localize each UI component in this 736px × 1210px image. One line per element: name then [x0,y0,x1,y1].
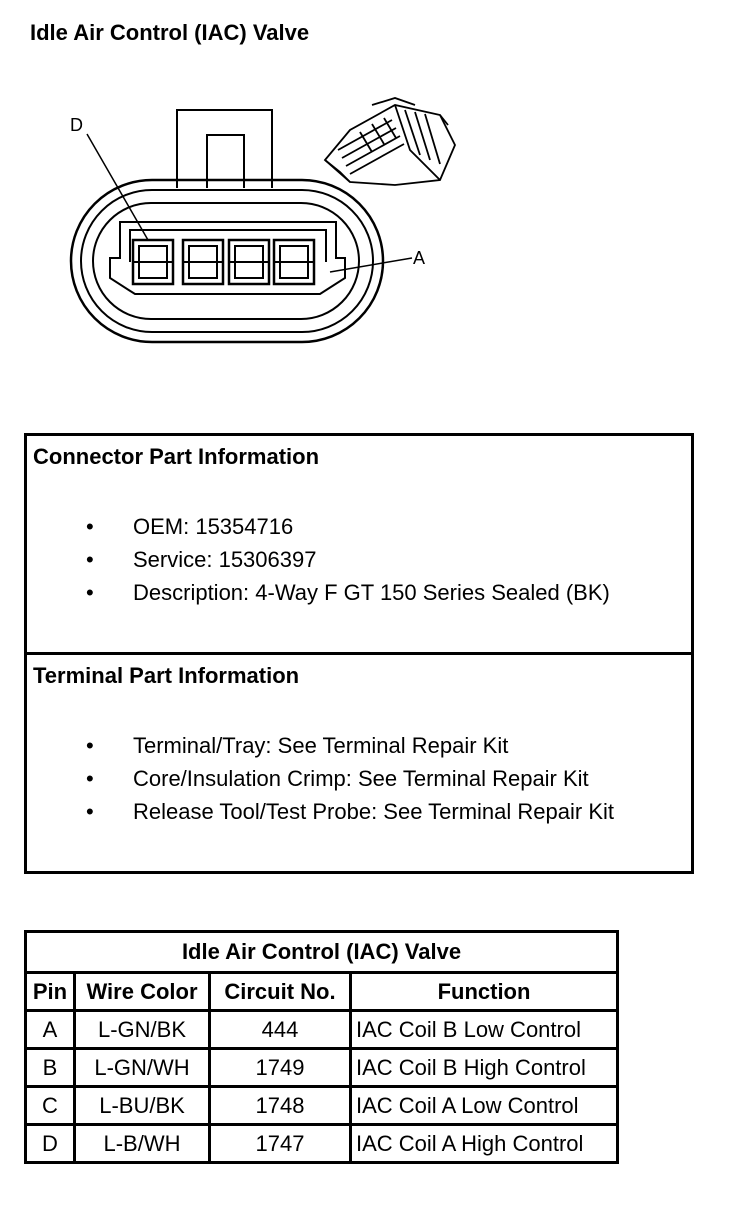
connector-part-heading: Connector Part Information [33,444,320,469]
callout-label-a: A [413,248,425,268]
column-header-function: Function [349,971,619,1012]
wire-color-cell: L-GN/WH [73,1047,211,1088]
connector-face-view [69,109,385,344]
connector-perspective-view [323,97,456,186]
circuit-cell: 1748 [208,1085,352,1126]
list-item: • OEM: 15354716 [27,514,691,547]
column-header-wire-color: Wire Color [73,971,211,1012]
column-header-circuit-no: Circuit No. [208,971,352,1012]
bullet-icon: • [86,514,94,539]
list-item-text: Service: 15306397 [133,547,317,572]
circuit-cell: 444 [208,1009,352,1050]
table-caption: Idle Air Control (IAC) Valve [24,930,619,974]
bullet-icon: • [86,799,94,824]
callout-label-d: D [70,115,83,135]
function-cell: IAC Coil A High Control [349,1123,619,1164]
terminal-part-heading: Terminal Part Information [33,663,300,688]
function-cell: IAC Coil B High Control [349,1047,619,1088]
function-cell: IAC Coil B Low Control [349,1009,619,1050]
circuit-cell: 1747 [208,1123,352,1164]
bullet-icon: • [86,733,94,758]
part-information-box: Connector Part Information • OEM: 153547… [24,433,694,874]
list-item-text: OEM: 15354716 [133,514,294,539]
connector-diagram: D A [69,97,456,344]
list-item-text: Core/Insulation Crimp: See Terminal Repa… [133,766,589,791]
bullet-icon: • [86,580,94,605]
wire-color-cell: L-BU/BK [73,1085,211,1126]
connector-part-section: Connector Part Information • OEM: 153547… [27,436,691,655]
list-item-text: Release Tool/Test Probe: See Terminal Re… [133,799,614,824]
pin-cell: D [24,1123,76,1164]
terminal-part-section: Terminal Part Information • Terminal/Tra… [27,655,691,871]
list-item: • Terminal/Tray: See Terminal Repair Kit [27,733,691,766]
table-caption-row: Idle Air Control (IAC) Valve [24,930,619,974]
list-item: • Release Tool/Test Probe: See Terminal … [27,799,691,832]
bullet-icon: • [86,547,94,572]
pin-table: Idle Air Control (IAC) Valve Pin Wire Co… [24,930,619,1164]
table-row: D L-B/WH 1747 IAC Coil A High Control [24,1123,619,1164]
list-item: • Core/Insulation Crimp: See Terminal Re… [27,766,691,799]
terminal-part-list: • Terminal/Tray: See Terminal Repair Kit… [27,733,691,832]
pin-cell: B [24,1047,76,1088]
pin-cell: C [24,1085,76,1126]
circuit-cell: 1749 [208,1047,352,1088]
bullet-icon: • [86,766,94,791]
callout-leaders [86,133,413,273]
column-header-pin: Pin [24,971,76,1012]
table-row: B L-GN/WH 1749 IAC Coil B High Control [24,1047,619,1088]
list-item: • Service: 15306397 [27,547,691,580]
table-header-row: Pin Wire Color Circuit No. Function [24,971,619,1012]
list-item-text: Description: 4-Way F GT 150 Series Seale… [133,580,610,605]
list-item: • Description: 4-Way F GT 150 Series Sea… [27,580,691,613]
wire-color-cell: L-GN/BK [73,1009,211,1050]
terminal-cavity-inner [133,245,314,279]
pin-cell: A [24,1009,76,1050]
page-title: Idle Air Control (IAC) Valve [30,20,310,45]
wire-color-cell: L-B/WH [73,1123,211,1164]
table-row: A L-GN/BK 444 IAC Coil B Low Control [24,1009,619,1050]
connector-part-list: • OEM: 15354716 • Service: 15306397 • De… [27,514,691,613]
function-cell: IAC Coil A Low Control [349,1085,619,1126]
table-row: C L-BU/BK 1748 IAC Coil A Low Control [24,1085,619,1126]
list-item-text: Terminal/Tray: See Terminal Repair Kit [133,733,509,758]
